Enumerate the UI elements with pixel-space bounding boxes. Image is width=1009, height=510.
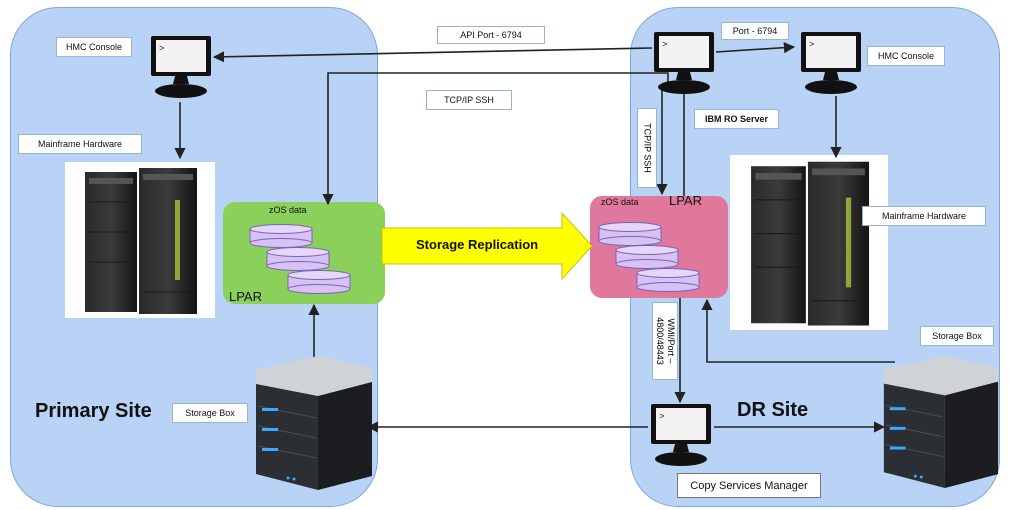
primary-mainframe-icon — [65, 162, 215, 318]
dr-tcpip-ssh-text: TCP/IP SSH — [642, 123, 653, 173]
primary-zos-data-label: zOS data — [269, 205, 307, 215]
primary-hmc-console-label: HMC Console — [56, 37, 132, 57]
dr-zos-data-label: zOS data — [601, 197, 639, 207]
svg-text:>: > — [659, 412, 664, 422]
ro-server-terminal-icon: > — [651, 30, 717, 96]
primary-disk-icon-3 — [287, 270, 351, 294]
dr-hmc-console-label: HMC Console — [867, 46, 945, 66]
svg-text:>: > — [662, 40, 667, 50]
primary-disk-icon-2 — [266, 247, 330, 271]
dr-disk-icon-2 — [615, 245, 679, 269]
dr-port-label: Port - 6794 — [721, 22, 789, 40]
dr-tcpip-ssh-label: TCP/IP SSH — [637, 108, 657, 188]
primary-hmc-terminal-icon: > — [148, 34, 214, 100]
dr-storage-server-icon — [876, 352, 1004, 492]
dr-mainframe-icon — [730, 155, 888, 330]
ro-server-label: IBM RO Server — [694, 109, 779, 129]
dr-lpar-label: LPAR — [669, 193, 702, 208]
csm-label: Copy Services Manager — [677, 473, 821, 498]
storage-replication-label: Storage Replication — [416, 237, 539, 252]
dr-site-title: DR Site — [737, 399, 809, 421]
dr-storage-box-label: Storage Box — [920, 326, 994, 346]
primary-site-title: Primary Site — [35, 400, 152, 422]
wmi-port-text: WMI/Port – 4800/48443 — [655, 317, 676, 365]
tcpip-ssh-label: TCP/IP SSH — [426, 90, 512, 110]
svg-text:>: > — [159, 44, 164, 54]
replication-arrow — [381, 211, 593, 281]
primary-storage-server-icon — [248, 352, 378, 494]
primary-mainframe-label: Mainframe Hardware — [18, 134, 142, 154]
primary-storage-box-label: Storage Box — [172, 403, 248, 423]
csm-terminal-icon: > — [648, 402, 714, 468]
primary-disk-icon-1 — [249, 224, 313, 248]
dr-hmc-terminal-icon: > — [798, 30, 864, 96]
api-port-label: API Port - 6794 — [437, 26, 545, 44]
dr-disk-icon-1 — [598, 222, 662, 246]
dr-disk-icon-3 — [636, 268, 700, 292]
primary-lpar-label: LPAR — [229, 289, 262, 304]
wmi-port-label: WMI/Port – 4800/48443 — [652, 302, 678, 380]
dr-mainframe-label: Mainframe Hardware — [862, 206, 986, 226]
svg-text:>: > — [809, 40, 814, 50]
